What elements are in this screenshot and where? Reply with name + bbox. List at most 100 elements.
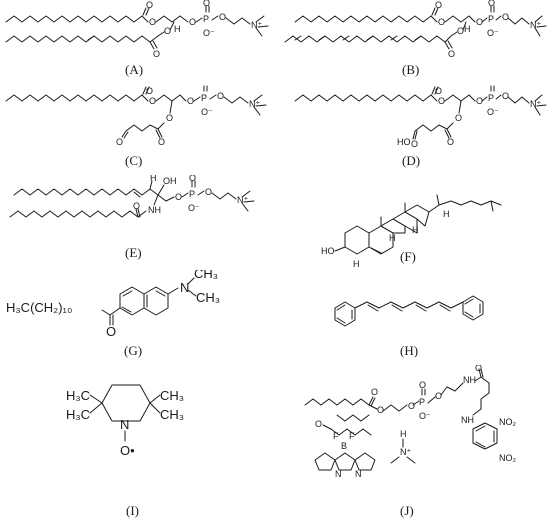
- atom-o: O: [146, 86, 153, 96]
- methyl-group: CH₃: [160, 388, 184, 403]
- atom-o-minus: O⁻: [487, 28, 499, 38]
- atom-o: O: [217, 91, 224, 101]
- atom-o: O: [476, 17, 483, 27]
- panel-e: H OH O P O O⁻ O N⁺ NH O (E): [0, 175, 275, 270]
- atom-o-minus: O⁻: [188, 203, 200, 213]
- panel-label-b: (B): [402, 62, 419, 77]
- atom-h: H: [389, 233, 396, 243]
- atom-h: H: [353, 259, 360, 269]
- panel-i: H₃C H₃C CH₃ CH₃ N O• (I): [0, 365, 275, 528]
- structure-a: O O H O P O O⁻ O N⁺ O: [5, 0, 269, 77]
- atom-o-minus: O⁻: [203, 28, 215, 38]
- atom-o: O: [502, 91, 509, 101]
- panel-g: N CH₃ CH₃ O H₃C(CH₂)₁₀ (G): [0, 270, 275, 365]
- atom-ho: HO: [321, 246, 335, 256]
- atom-n-plus: N⁺: [530, 20, 541, 30]
- atom-ho: HO: [397, 137, 411, 147]
- panel-a: O O H O P O O⁻ O N⁺ O: [0, 0, 275, 85]
- atom-p: P: [419, 397, 425, 407]
- panel-label-a: (A): [125, 62, 143, 77]
- atom-oh: OH: [163, 176, 177, 186]
- atom-p: P: [488, 14, 494, 24]
- nitro-group: NO₂: [499, 453, 517, 463]
- atom-n-plus: N⁺: [400, 447, 411, 457]
- atom-o: O: [448, 49, 455, 59]
- panel-label-j: (J): [400, 503, 414, 518]
- panel-h: (H): [275, 270, 550, 365]
- atom-h: H: [174, 24, 181, 34]
- atom-o: O: [133, 201, 140, 211]
- structure-c: O O O P O⁻ O N⁺ O O: [5, 85, 267, 168]
- methyl-group: H₃C: [66, 407, 90, 422]
- atom-o: O: [203, 0, 210, 8]
- atom-o: O: [175, 192, 182, 202]
- atom-o: O: [153, 49, 160, 59]
- atom-o: O: [457, 26, 464, 36]
- atom-o: O: [488, 0, 495, 8]
- atom-p: P: [189, 189, 195, 199]
- atom-o: O: [408, 401, 415, 411]
- atom-o: O: [146, 0, 153, 10]
- atom-o: O: [371, 387, 378, 397]
- atom-o: O: [476, 96, 483, 106]
- atom-o: O: [166, 113, 173, 123]
- panel-label-f: (F): [400, 249, 416, 264]
- atom-p: P: [488, 93, 494, 103]
- panel-f: HO H H H H (F): [275, 175, 550, 270]
- atom-f: F: [349, 431, 355, 441]
- atom-o: O: [205, 187, 212, 197]
- atom-o: O: [116, 137, 123, 147]
- structure-f: HO H H H H (F): [321, 194, 502, 269]
- structure-j: O O O P O O⁻ O NH O NH NO₂ NO: [304, 365, 517, 518]
- atom-h: H: [412, 225, 419, 235]
- atom-o: O: [502, 12, 509, 22]
- atom-o: O: [219, 12, 226, 22]
- structure-d: O O O P O⁻ O N⁺ O O: [294, 85, 547, 168]
- atom-o-radical: O•: [120, 443, 135, 458]
- atom-n: N: [335, 469, 342, 479]
- atom-o: O: [435, 86, 442, 96]
- atom-o: O: [435, 0, 442, 10]
- atom-o: O: [438, 96, 445, 106]
- atom-o: O: [438, 17, 445, 27]
- alkyl-chain: H₃C(CH₂)₁₀: [6, 300, 72, 315]
- atom-o: O: [315, 419, 322, 429]
- atom-o: O: [149, 96, 156, 106]
- atom-n: N: [120, 417, 129, 432]
- atom-o-minus: O⁻: [419, 411, 431, 421]
- structure-b: O O H O P O O⁻ O N⁺: [284, 0, 547, 77]
- panel-label-i: (I): [126, 503, 139, 518]
- atom-o: O: [149, 17, 156, 27]
- panel-label-h: (H): [400, 343, 418, 358]
- atom-o-minus: O⁻: [487, 107, 499, 117]
- panel-label-c: (C): [125, 153, 142, 168]
- panel-c: O O O P O⁻ O N⁺ O O: [0, 85, 275, 175]
- panel-d: O O O P O⁻ O N⁺ O O: [275, 85, 550, 175]
- atom-o: O: [189, 17, 196, 27]
- atom-nh: NH: [463, 375, 476, 385]
- atom-h: H: [400, 429, 407, 439]
- atom-n-plus: N⁺: [249, 99, 260, 109]
- structure-h: (H): [334, 295, 484, 358]
- atom-o: O: [435, 391, 442, 401]
- methyl-group: CH₃: [160, 407, 184, 422]
- atom-nh: NH: [461, 415, 474, 425]
- atom-o: O: [187, 96, 194, 106]
- atom-n: N: [180, 280, 189, 295]
- structure-g: N CH₃ CH₃ O H₃C(CH₂)₁₀ (G): [6, 270, 220, 358]
- atom-o: O: [189, 175, 196, 183]
- atom-o: O: [106, 324, 116, 339]
- atom-o: O: [164, 26, 171, 36]
- atom-p: P: [201, 93, 207, 103]
- methyl-group: CH₃: [194, 270, 218, 281]
- panel-label-e: (E): [125, 245, 142, 260]
- atom-h: H: [150, 175, 157, 183]
- methyl-group: CH₃: [196, 290, 220, 305]
- structure-e: H OH O P O O⁻ O N⁺ NH O (E): [9, 175, 255, 260]
- panel-j: O O O P O O⁻ O NH O NH NO₂ NO: [275, 365, 550, 528]
- nitro-group: NO₂: [499, 417, 517, 427]
- atom-nh: NH: [148, 205, 161, 215]
- panel-label-d: (D): [402, 153, 420, 168]
- atom-o: O: [158, 137, 165, 147]
